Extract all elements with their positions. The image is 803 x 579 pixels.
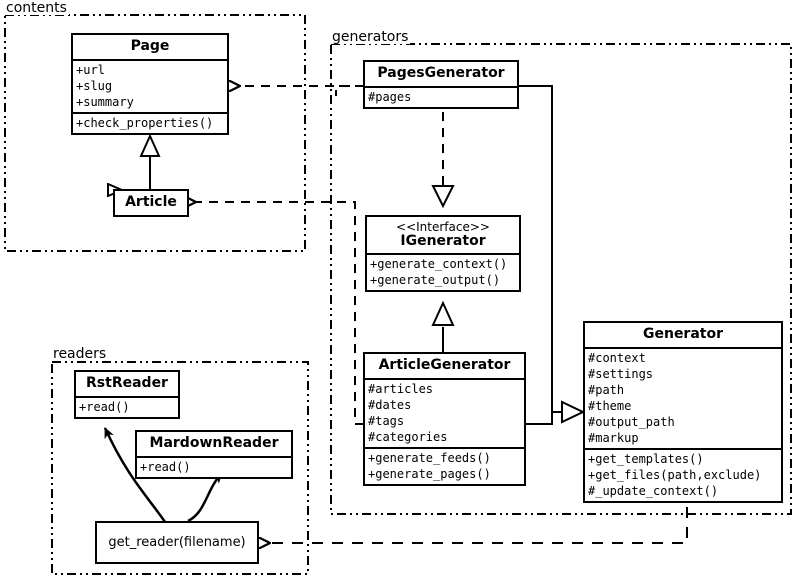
rel-generator-inherit-triangle [561,400,586,424]
class-articlegenerator-title: ArticleGenerator [378,357,511,373]
class-articlegenerator-attributes: #articles #dates #tags #categories [365,378,524,447]
class-pagesgenerator[interactable]: PagesGenerator #pages [363,60,519,109]
class-rstreader-method: +read() [79,400,130,414]
class-page-method: +check_properties() [76,116,214,130]
class-igenerator-method: +generate_output() [370,273,501,287]
class-articlegenerator-method: +generate_feeds() [368,451,491,465]
class-igenerator-methods: +generate_context() +generate_output() [367,253,519,290]
class-page-attribute: +summary [76,95,134,109]
rel-article-page-triangle [139,133,161,157]
generators-package-label: generators [330,29,411,45]
class-article[interactable]: Article [113,189,189,217]
class-rstreader-methods: +read() [76,396,178,417]
class-articlegenerator-method: +generate_pages() [368,467,491,481]
class-igenerator-title: IGenerator [400,233,486,249]
class-articlegenerator-attribute: #tags [368,414,405,428]
class-page-methods: +check_properties() [73,112,227,133]
rel-articlegen-igenerator-triangle [431,300,455,326]
class-generator-methods: +get_templates() +get_files(path,exclude… [585,448,781,501]
class-generator-attribute: #path [588,383,625,397]
class-articlegenerator-attribute: #categories [368,430,448,444]
class-generator-attributes: #context #settings #path #theme #output_… [585,347,781,448]
class-rstreader[interactable]: RstReader +read() [74,370,180,419]
rel-generator-depends-getreader-line [270,507,688,543]
class-articlegenerator-attribute: #dates [368,398,412,412]
rel-articlegen-generator-line [526,412,553,425]
rel-articlegen-depends-article-line [196,202,364,425]
class-generator-method: +get_templates() [588,452,704,466]
class-articlegenerator[interactable]: ArticleGenerator #articles #dates #tags … [363,352,526,486]
rel-getreader-creates-mardownreader-curve [187,472,223,523]
class-page-attributes: +url +slug +summary [73,59,227,112]
class-page-attribute: +url [76,63,105,77]
class-igenerator[interactable]: <<Interface>> IGenerator +generate_conte… [365,215,521,292]
class-mardownreader-methods: +read() [137,456,291,477]
contents-package-label: contents [4,0,69,16]
class-pagesgenerator-title: PagesGenerator [377,65,505,81]
class-pagesgenerator-attributes: #pages [365,86,517,107]
class-generator-method: +get_files(path,exclude) [588,468,762,482]
rel-pagesgen-depends-page-line [335,85,364,96]
class-generator-attribute: #settings [588,367,654,381]
class-pagesgenerator-attribute: #pages [368,90,412,104]
class-articlegenerator-attribute: #articles [368,382,434,396]
rel-pagesgen-igenerator-triangle [431,185,455,209]
class-mardownreader-method: +read() [140,460,191,474]
class-page-title: Page [130,38,170,54]
class-generator-attribute: #theme [588,399,632,413]
function-get-reader[interactable]: get_reader(filename) [95,521,259,564]
class-mardownreader-title: MardownReader [149,435,279,451]
class-generator-attribute: #markup [588,431,639,445]
class-igenerator-method: +generate_context() [370,257,508,271]
class-mardownreader[interactable]: MardownReader +read() [135,430,293,479]
class-article-title: Article [125,194,177,210]
class-generator-attribute: #context [588,351,646,365]
class-page[interactable]: Page +url +slug +summary +check_properti… [71,33,229,135]
class-generator[interactable]: Generator #context #settings #path #them… [583,321,783,503]
class-igenerator-stereotype: <<Interface>> [396,220,490,234]
class-rstreader-title: RstReader [86,375,168,391]
class-articlegenerator-methods: +generate_feeds() +generate_pages() [365,447,524,484]
function-get-reader-label: get_reader(filename) [108,534,246,550]
class-generator-method: #_update_context() [588,484,719,498]
class-generator-attribute: #output_path [588,415,675,429]
class-page-attribute: +slug [76,79,113,93]
class-generator-title: Generator [642,326,723,342]
readers-package-label: readers [51,346,109,362]
